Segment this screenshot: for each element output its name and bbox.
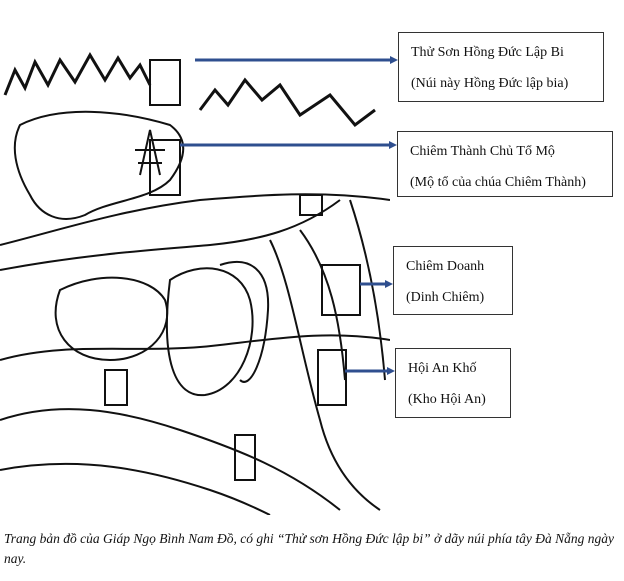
mountain-range — [3, 52, 152, 96]
map-label — [234, 434, 256, 481]
river — [0, 462, 271, 515]
river-east — [299, 229, 346, 381]
island — [54, 276, 169, 362]
river-east — [269, 239, 381, 511]
annotation-subtitle: (Kho Hội An) — [408, 392, 486, 407]
annotation-box-stele: Thử Sơn Hồng Đức Lập Bi (Núi này Hồng Đứ… — [398, 32, 604, 102]
river — [0, 193, 390, 246]
island — [165, 267, 254, 397]
figure-caption: Trang bản đồ của Giáp Ngọ Bình Nam Đồ, c… — [4, 531, 615, 566]
chiem-doanh-marker — [321, 264, 361, 316]
annotation-title: Chiêm Thành Chủ Tổ Mộ — [410, 144, 555, 159]
mountain-range-right — [198, 77, 376, 128]
map-label — [299, 194, 323, 216]
annotation-subtitle: (Dinh Chiêm) — [406, 290, 485, 305]
annotation-title: Chiêm Doanh — [406, 259, 485, 274]
annotation-box-chiem-doanh: Chiêm Doanh (Dinh Chiêm) — [393, 246, 513, 315]
river — [0, 408, 341, 511]
island — [219, 261, 270, 383]
river — [0, 334, 390, 361]
annotation-title: Thử Sơn Hồng Đức Lập Bi — [411, 45, 564, 60]
tomb-marker — [149, 139, 181, 196]
annotation-box-hoi-an: Hội An Khố (Kho Hội An) — [395, 348, 511, 418]
annotation-subtitle: (Mộ tổ của chúa Chiêm Thành) — [410, 175, 586, 190]
stele-marker — [149, 59, 181, 106]
hoi-an-marker — [317, 349, 347, 406]
annotation-title: Hội An Khố — [408, 361, 477, 376]
map-label — [104, 369, 128, 406]
historical-map-image — [0, 52, 390, 515]
annotation-subtitle: (Núi này Hồng Đức lập bia) — [411, 76, 569, 91]
annotation-box-tomb: Chiêm Thành Chủ Tổ Mộ (Mộ tổ của chúa Ch… — [397, 131, 613, 197]
river — [0, 199, 341, 271]
land-outline — [13, 110, 185, 220]
river-east — [349, 199, 386, 381]
pagoda — [135, 129, 165, 176]
